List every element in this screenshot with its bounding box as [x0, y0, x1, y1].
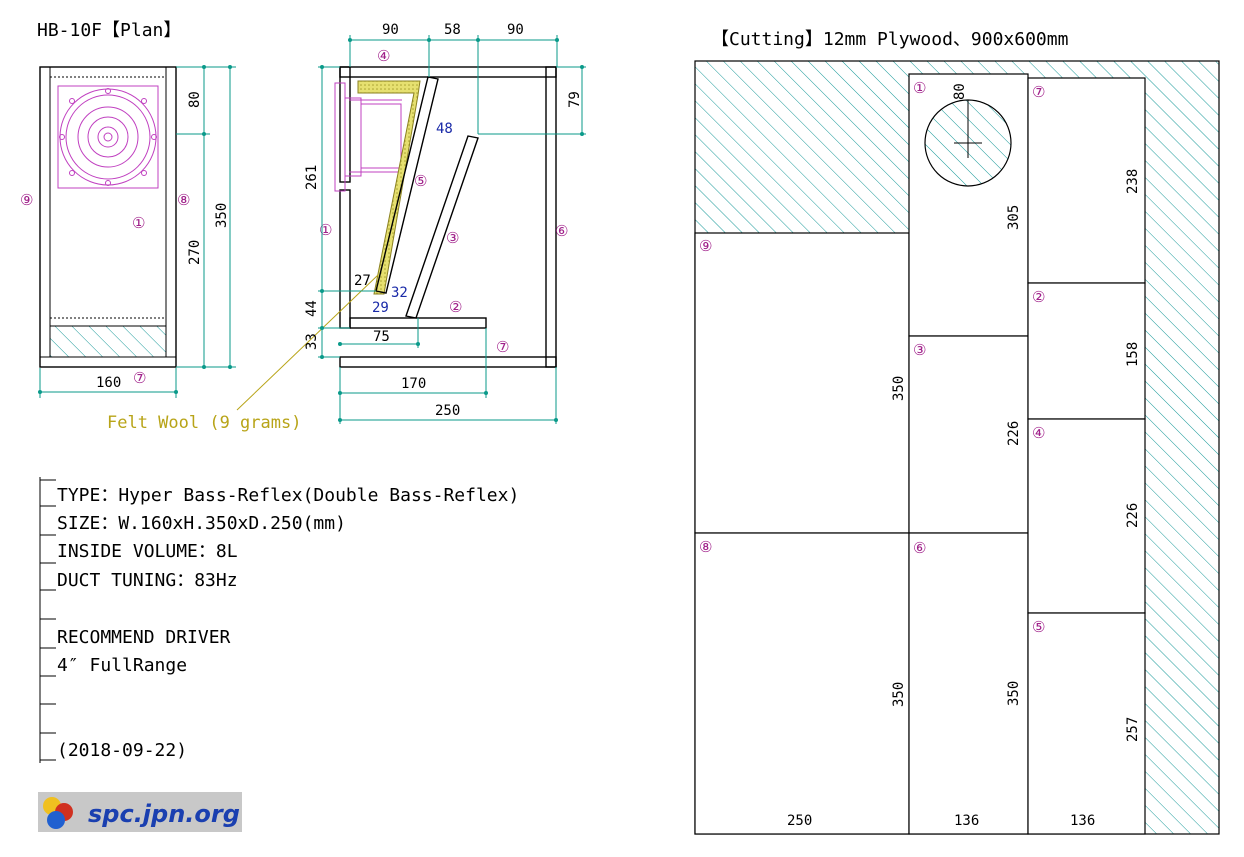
cut-dim-2: 158: [1125, 342, 1141, 367]
front-label-8: ⑧: [177, 191, 190, 209]
side-dim-32: 32: [391, 285, 408, 301]
front-top-dim: 80: [187, 91, 203, 108]
cut-width-3: 136: [1070, 813, 1095, 829]
side-view: Felt Wool (9 grams) ④ ⑤ ③ ② ⑥ ① ⑦ 48 32 …: [107, 22, 586, 433]
side-label-2: ②: [449, 298, 462, 316]
cut-label-8: ⑧: [699, 538, 712, 556]
side-dim-170: 170: [401, 376, 426, 392]
cut-dim-9: 350: [891, 376, 907, 401]
side-label-4: ④: [377, 47, 390, 65]
cut-width-1: 250: [787, 813, 812, 829]
front-hatched-base: [49, 325, 167, 358]
cut-dim-1: 305: [1006, 205, 1022, 230]
spec-volume: INSIDE VOLUME：8L: [57, 541, 238, 562]
side-dim-48: 48: [436, 121, 453, 137]
cut-label-4: ④: [1032, 424, 1045, 442]
hole-dim: 80: [952, 83, 968, 100]
spec-size: SIZE：W.160xH.350xD.250(mm): [57, 513, 346, 534]
spec-type: TYPE：Hyper Bass-Reflex(Double Bass-Refle…: [57, 485, 519, 506]
spc-logo[interactable]: spc.jpn.org: [38, 792, 242, 832]
plan-title: HB-10F【Plan】: [37, 20, 181, 41]
spec-tuning: DUCT TUNING：83Hz: [57, 570, 238, 591]
side-left-dim-33: 33: [304, 333, 320, 350]
side-dim-29: 29: [372, 300, 389, 316]
felt-wool: [357, 80, 421, 295]
cutting-layout: 80 ① ③ ⑥ ⑨ ⑧ ⑦ ② ④ ⑤ 305 226 350 350 350…: [694, 60, 1220, 835]
cut-dim-6: 350: [1006, 681, 1022, 706]
front-view: ① ⑨ ⑧ ⑦ 160 80 270 350: [20, 65, 236, 398]
side-top-dim-b: 58: [444, 22, 461, 38]
front-label-7: ⑦: [133, 369, 146, 387]
spec-driver-title: RECOMMEND DRIVER: [57, 627, 231, 648]
cut-label-7: ⑦: [1032, 83, 1045, 101]
panel-3: [908, 335, 1029, 534]
side-dim-27: 27: [354, 273, 371, 289]
cut-label-5: ⑤: [1032, 618, 1045, 636]
front-lower-dim: 270: [187, 240, 203, 265]
side-dim-250: 250: [435, 403, 460, 419]
panel-3-slant: [405, 135, 479, 319]
cut-dim-3: 226: [1006, 421, 1022, 446]
cut-dim-4: 226: [1125, 503, 1141, 528]
panel-5: [1027, 612, 1146, 835]
panel-4: [1027, 418, 1146, 614]
side-top-dim-a: 90: [382, 22, 399, 38]
front-width-dim: 160: [96, 375, 121, 391]
cut-label-9: ⑨: [699, 237, 712, 255]
side-right-dim-79: 79: [567, 91, 583, 108]
panel-9: [694, 232, 910, 534]
side-left-dim-44: 44: [304, 300, 320, 317]
front-height-dim: 350: [214, 203, 230, 228]
logo-text: spc.jpn.org: [88, 800, 240, 828]
spec-driver: 4″ FullRange: [57, 655, 187, 676]
cut-dim-7: 238: [1125, 169, 1141, 194]
cut-label-1: ①: [913, 79, 926, 97]
cut-label-3: ③: [913, 341, 926, 359]
cut-label-6: ⑥: [913, 539, 926, 557]
speaker-driver-icon: [57, 85, 159, 189]
side-left-dim-261: 261: [304, 165, 320, 190]
panel-6: [908, 532, 1029, 835]
front-outline: [39, 66, 177, 368]
felt-wool-label: Felt Wool (9 grams): [107, 413, 301, 433]
side-label-5: ⑤: [414, 172, 427, 190]
panel-8: [694, 532, 910, 835]
front-label-9: ⑨: [20, 191, 33, 209]
cut-label-2: ②: [1032, 288, 1045, 306]
cut-dim-5: 257: [1125, 717, 1141, 742]
panel-2: [1027, 282, 1146, 420]
cutting-title: 【Cutting】12mm Plywood、900x600mm: [711, 29, 1068, 50]
side-label-1: ①: [319, 221, 332, 239]
side-label-6: ⑥: [555, 222, 568, 240]
cut-width-2: 136: [954, 813, 979, 829]
panel-5-slant: [375, 76, 439, 294]
spec-block: TYPE：Hyper Bass-Reflex(Double Bass-Refle…: [39, 477, 519, 763]
side-dim-75: 75: [373, 329, 390, 345]
side-label-7: ⑦: [496, 338, 509, 356]
cut-dim-8: 350: [891, 682, 907, 707]
side-top-dim-c: 90: [507, 22, 524, 38]
side-label-3: ③: [446, 229, 459, 247]
front-label-1: ①: [132, 214, 145, 232]
speaker-profile-icon: [334, 82, 402, 192]
spec-date: (2018-09-22): [57, 740, 187, 761]
